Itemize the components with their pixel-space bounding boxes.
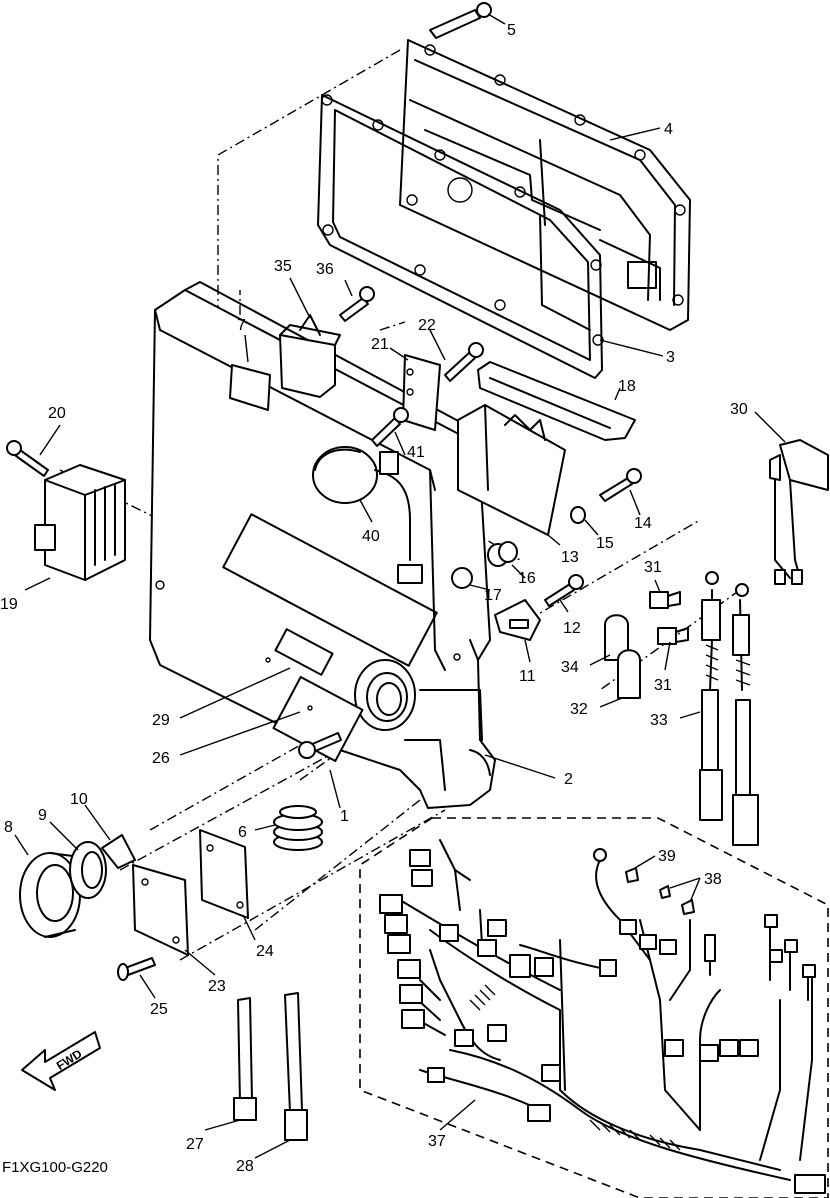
part-3-gasket	[317, 94, 604, 379]
part-12-screw	[544, 574, 584, 607]
part-23-plate	[132, 864, 189, 956]
part-10-clip	[101, 834, 136, 869]
callout-3: 3	[666, 349, 675, 366]
callout-8: 8	[4, 819, 13, 836]
diagram-code: F1XG100-G220	[2, 1159, 108, 1176]
callout-23: 23	[208, 978, 226, 995]
part-25-screw	[117, 957, 156, 981]
part-15-washer	[570, 506, 586, 524]
part-40-sensor	[312, 446, 423, 584]
callout-27: 27	[186, 1136, 204, 1153]
callout-38: 38	[704, 871, 722, 888]
part-9-ring	[69, 841, 107, 899]
callout-33: 33	[650, 712, 668, 729]
callout-29: 29	[152, 712, 170, 729]
part-27-cable-tie	[233, 997, 257, 1121]
callout-15: 15	[596, 535, 614, 552]
callout-17: 17	[484, 587, 502, 604]
callout-16: 16	[518, 570, 536, 587]
part-6-grommet	[273, 805, 323, 851]
callout-2: 2	[564, 771, 573, 788]
callout-41: 41	[407, 444, 425, 461]
callout-9: 9	[38, 807, 47, 824]
part-37-wire-harness	[359, 817, 829, 1198]
part-5-screw	[429, 2, 492, 39]
callout-6: 6	[238, 824, 247, 841]
part-1-bolt	[298, 732, 342, 759]
callout-labels: 5 4 3 35 36 7 22 21 18 20 41 30 40 14 15…	[0, 22, 748, 1175]
part-16-grommet	[487, 541, 518, 567]
fwd-direction-arrow: FWD	[21, 1031, 101, 1091]
callout-36: 36	[316, 261, 334, 278]
part-4-cover	[399, 39, 691, 331]
part-21-bracket	[402, 354, 441, 431]
callout-37: 37	[428, 1133, 446, 1150]
callout-39: 39	[658, 848, 676, 865]
callout-1: 1	[340, 808, 349, 825]
callout-13: 13	[561, 549, 579, 566]
callout-28: 28	[236, 1158, 254, 1175]
part-7-pad	[229, 364, 271, 411]
callout-24: 24	[256, 943, 274, 960]
part-31-nut-lower	[657, 627, 689, 645]
part-28-cable-tie	[284, 992, 308, 1141]
part-33-battery-cables	[699, 571, 759, 846]
part-18-strap	[477, 361, 636, 441]
part-36-screw	[339, 286, 375, 322]
callout-34: 34	[561, 659, 579, 676]
callout-5: 5	[507, 22, 516, 39]
callout-22: 22	[418, 317, 436, 334]
callout-10: 10	[70, 791, 88, 808]
part-22-screw	[444, 342, 484, 382]
callout-25: 25	[150, 1001, 168, 1018]
callout-35: 35	[274, 258, 292, 275]
part-32-cap	[617, 649, 641, 699]
part-41-screw	[371, 407, 409, 447]
part-31-nut-upper	[649, 591, 681, 609]
callout-14: 14	[634, 515, 652, 532]
callout-4: 4	[664, 121, 673, 138]
callout-7: 7	[237, 317, 246, 334]
callout-20: 20	[48, 405, 66, 422]
part-24-plate	[199, 829, 249, 919]
callout-31-lower: 31	[654, 677, 672, 694]
part-19-rectifier	[34, 464, 126, 581]
callout-26: 26	[152, 750, 170, 767]
callout-32: 32	[570, 701, 588, 718]
callout-11: 11	[519, 668, 536, 685]
callout-21: 21	[371, 336, 389, 353]
part-30-connector	[769, 439, 829, 585]
part-14-screw	[599, 468, 642, 502]
part-20-screw	[6, 440, 49, 477]
part-17-grommet	[451, 567, 473, 589]
part-35-relay	[279, 314, 341, 398]
callout-31-upper: 31	[644, 559, 662, 576]
callout-40: 40	[362, 528, 380, 545]
leader-lines	[14, 13, 786, 1159]
callout-18: 18	[618, 378, 636, 395]
callout-19: 19	[0, 596, 18, 613]
part-11-clamp	[494, 599, 541, 641]
callout-12: 12	[563, 620, 581, 637]
part-13-cdi-unit	[457, 404, 566, 536]
callout-30: 30	[730, 401, 748, 418]
